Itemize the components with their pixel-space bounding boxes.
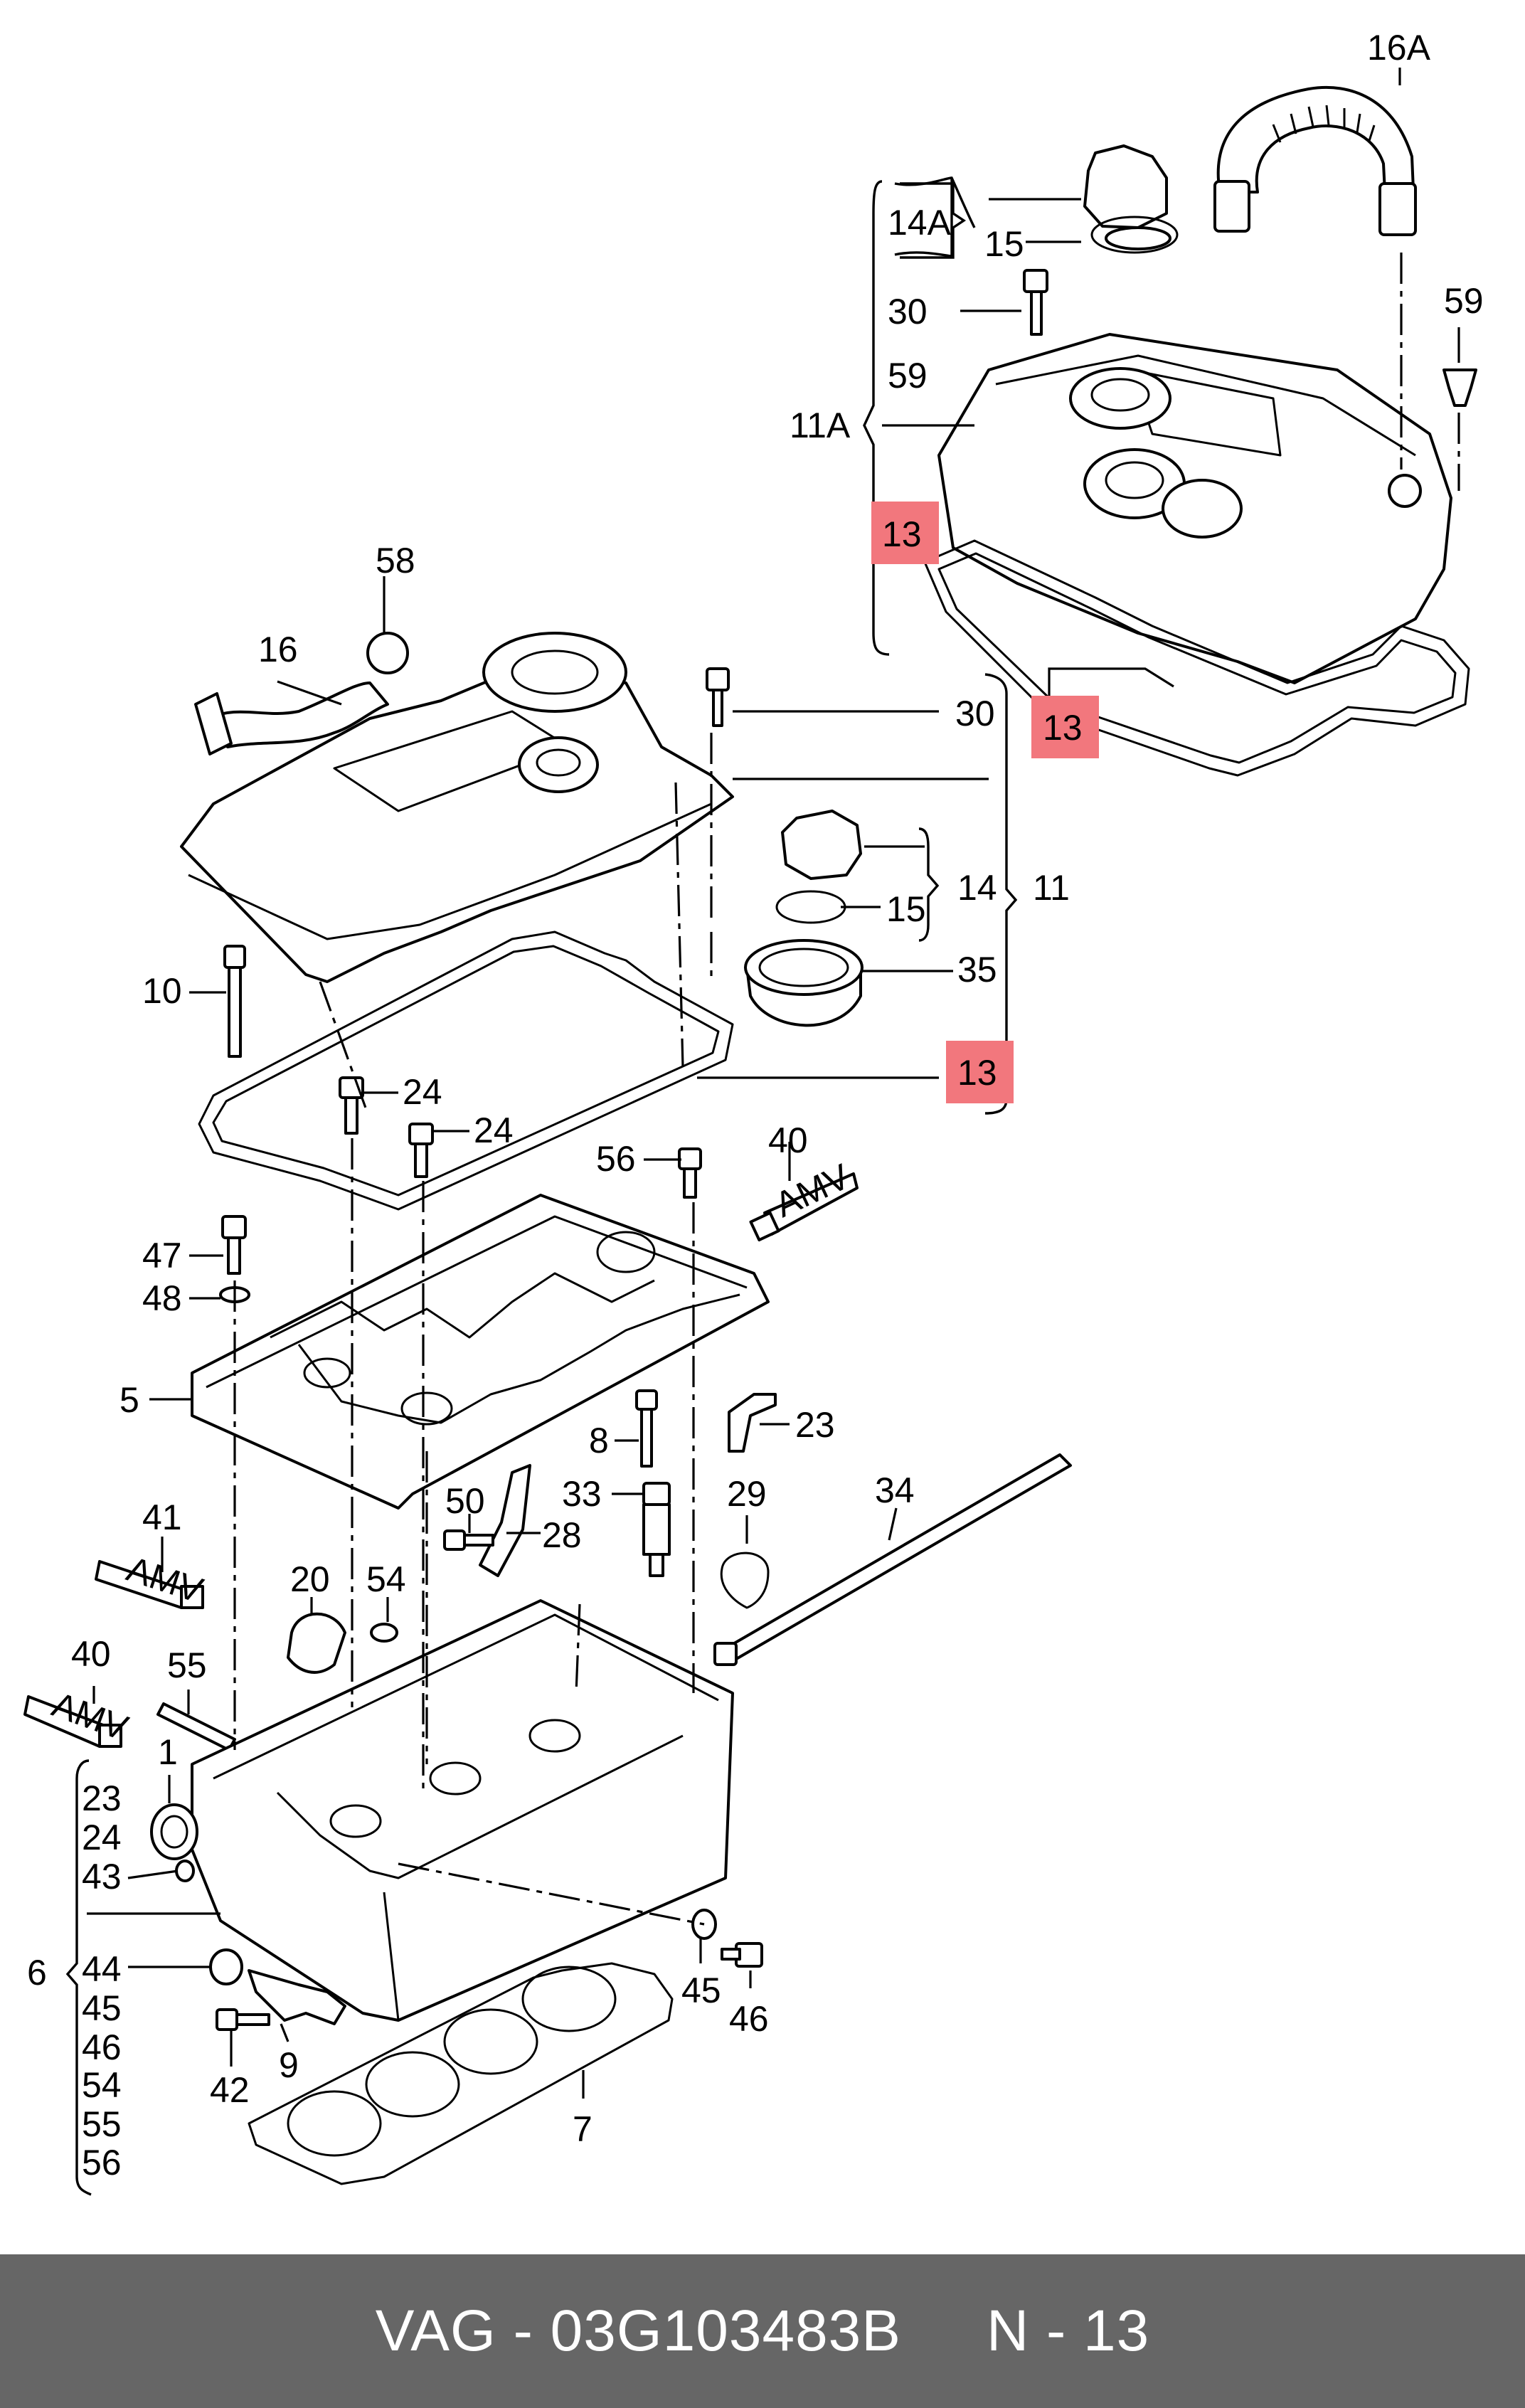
callout-13-middle: 13	[957, 1053, 997, 1093]
brace-list-6-item-44: 44	[82, 1949, 122, 1989]
grommet-59-icon	[1442, 368, 1477, 407]
callout-59-left: 59	[888, 356, 928, 396]
brace-list-6-item-24: 24	[82, 1818, 122, 1857]
sealant-tube-40-upper-icon	[749, 1172, 859, 1242]
washer-54-icon	[370, 1623, 398, 1643]
bolt-30-upper-icon	[1023, 269, 1048, 336]
callout-50: 50	[445, 1481, 485, 1521]
callout-40-upper: 40	[768, 1120, 808, 1160]
tube-label: AMV	[769, 1156, 856, 1225]
bolt-50-icon	[443, 1529, 494, 1551]
callout-45: 45	[681, 1971, 721, 2010]
head-gasket-7-icon	[248, 1962, 674, 2185]
brace-list-6-item-23: 23	[82, 1778, 122, 1818]
bearing-shell-20-icon	[287, 1612, 346, 1674]
callout-47: 47	[142, 1236, 182, 1275]
bolt-30-middle-icon	[706, 667, 730, 727]
seal-1-icon	[150, 1803, 198, 1860]
o-ring-43-icon	[175, 1860, 195, 1882]
highlight-13-upper	[871, 502, 939, 564]
callout-24-a: 24	[403, 1072, 442, 1112]
valve-cover-11-icon	[180, 632, 734, 983]
injector-33-icon	[642, 1482, 671, 1577]
callout-30-middle: 30	[955, 694, 995, 733]
highlight-13-middle	[946, 1041, 1014, 1103]
callout-48: 48	[142, 1278, 182, 1318]
elbow-23-icon	[728, 1393, 777, 1453]
gasket-13-upper-icon	[923, 539, 1470, 777]
breather-hose-16A-icon	[1213, 85, 1417, 236]
brace-list-6-item-54: 54	[82, 2065, 122, 2105]
highlight-13-right	[1031, 696, 1099, 758]
part-reference-footer: VAG - 03G103483B N - 13	[0, 2254, 1525, 2408]
callout-16A: 16A	[1367, 28, 1431, 68]
gasket-13-middle-icon	[198, 930, 734, 1211]
callout-33: 33	[562, 1474, 602, 1514]
part-reference-number: VAG - 03G103483B	[375, 2298, 901, 2363]
callout-9: 9	[279, 2045, 299, 2085]
callout-54-top: 54	[366, 1559, 406, 1599]
breather-hose-16-icon	[194, 632, 409, 755]
bolt-42-icon	[216, 2008, 270, 2031]
brace-list-6-item-55: 55	[82, 2104, 122, 2144]
oil-filler-cap-14A-icon	[1083, 144, 1179, 254]
callout-34: 34	[875, 1470, 915, 1510]
cylinder-head-6-icon	[191, 1599, 734, 2022]
bolt-8-icon	[635, 1389, 658, 1468]
callout-7: 7	[573, 2109, 593, 2149]
exploded-parts-diagram: AMV AMV	[23, 28, 1484, 2196]
camshaft-housing-5-icon	[191, 1194, 770, 1510]
callout-41: 41	[142, 1497, 182, 1537]
callout-5: 5	[119, 1380, 139, 1420]
callout-29: 29	[727, 1474, 767, 1514]
callout-13-upper: 13	[882, 514, 922, 554]
callout-42: 42	[210, 2070, 250, 2110]
callout-55-top: 55	[167, 1645, 207, 1685]
bolt-10-icon	[223, 945, 246, 1058]
brace-list-6-item-46: 46	[82, 2027, 122, 2067]
callout-11A: 11A	[790, 405, 851, 445]
callout-35: 35	[957, 950, 997, 990]
seal-29-icon	[720, 1552, 770, 1609]
callout-1: 1	[158, 1732, 178, 1772]
callout-16: 16	[258, 630, 298, 669]
bracket-28-icon	[479, 1464, 531, 1577]
callout-56: 56	[596, 1139, 636, 1179]
callout-24-b: 24	[474, 1110, 514, 1150]
washer-45-bolt-46-icon	[691, 1909, 763, 1968]
callout-14A: 14A	[888, 203, 952, 243]
callout-40-lower: 40	[71, 1634, 111, 1674]
bracket-9-icon	[248, 1969, 346, 2025]
screw-56-icon	[678, 1147, 702, 1199]
callout-59-right: 59	[1444, 281, 1484, 321]
callout-46: 46	[729, 1999, 769, 2039]
screw-24-icon	[339, 1076, 434, 1178]
callout-58: 58	[376, 541, 415, 580]
filler-neck-35-icon	[744, 939, 864, 1027]
callout-14: 14	[957, 868, 997, 908]
callout-15-upper: 15	[984, 224, 1024, 264]
callout-6: 6	[27, 1953, 47, 1993]
valve-cover-11A-icon	[937, 333, 1452, 684]
dipstick-tube-34-icon	[713, 1453, 1072, 1666]
callout-10: 10	[142, 971, 182, 1011]
page-reference: N - 13	[986, 2298, 1150, 2363]
callout-15-middle: 15	[886, 889, 926, 929]
callout-13-right: 13	[1043, 708, 1083, 748]
brace-list-6-item-45: 45	[82, 1988, 122, 2028]
sealant-tube-41-icon	[95, 1560, 204, 1609]
callout-20: 20	[290, 1559, 330, 1599]
seal-44-icon	[209, 1948, 243, 1985]
callout-28: 28	[542, 1515, 582, 1555]
callout-23-right: 23	[795, 1405, 835, 1445]
callout-11: 11	[1033, 868, 1070, 908]
brace-list-6-item-43: 43	[82, 1857, 122, 1897]
callout-8: 8	[589, 1421, 609, 1460]
sealant-tube-40-lower-icon	[23, 1695, 122, 1748]
callout-30-upper: 30	[888, 292, 928, 332]
brace-list-6-item-56: 56	[82, 2143, 122, 2182]
